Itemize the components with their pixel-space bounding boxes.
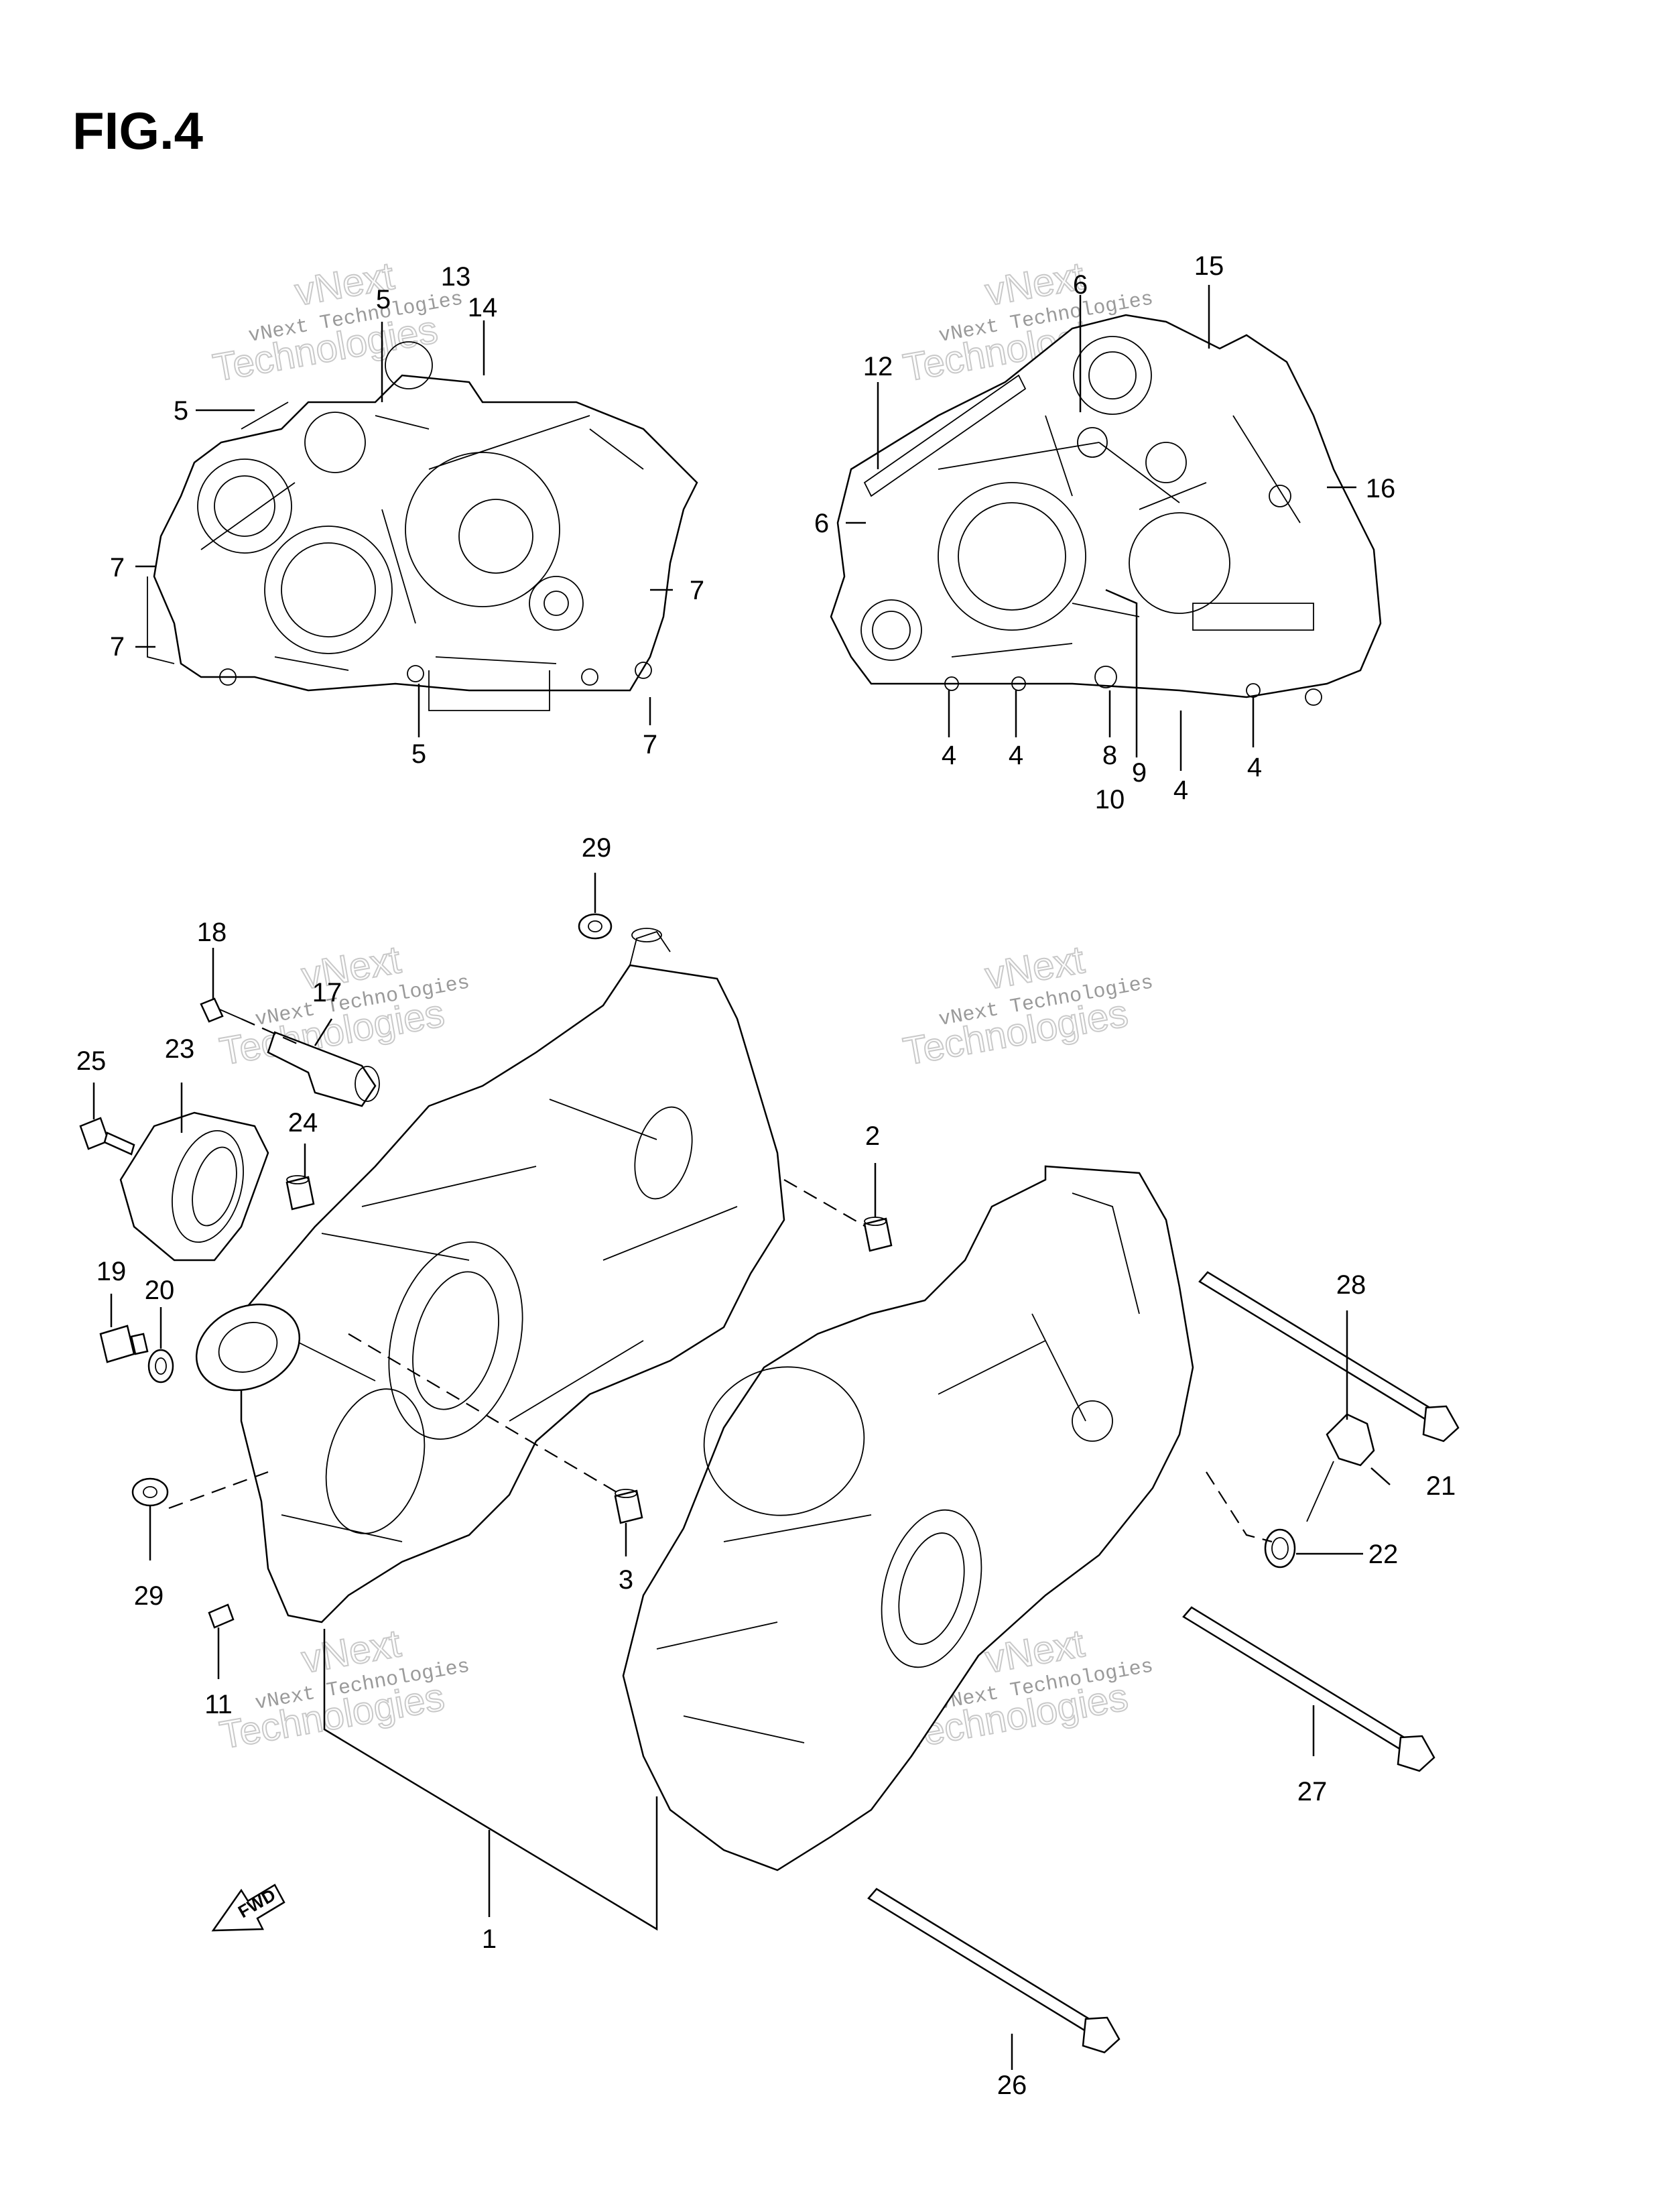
callout-24: 24 — [288, 1108, 318, 1138]
callout-11: 11 — [204, 1690, 233, 1719]
callout-27: 27 — [1297, 1777, 1328, 1806]
callout-18: 18 — [197, 918, 227, 947]
part-22-o-ring — [1264, 1528, 1296, 1569]
callout-4: 4 — [1009, 741, 1023, 770]
watermark: vNext vNext Technologies Technologies — [216, 1621, 471, 1758]
part-25-bolt — [79, 1117, 135, 1156]
callout-5: 5 — [174, 396, 188, 426]
part-24-dowel — [285, 1175, 315, 1211]
callout-12: 12 — [863, 352, 893, 381]
part-27-long-bolt — [1182, 1606, 1435, 1772]
callout-10: 10 — [1095, 785, 1125, 814]
small-parts — [79, 913, 1460, 2054]
callout-21: 21 — [1426, 1471, 1456, 1501]
callout-4: 4 — [942, 741, 956, 770]
callout-13: 13 — [441, 262, 471, 292]
callout-7: 7 — [690, 576, 704, 605]
callout-5: 5 — [411, 739, 426, 769]
callout-6: 6 — [814, 509, 829, 538]
callout-14: 14 — [468, 293, 498, 322]
part-23-cover — [119, 1111, 269, 1262]
part-21-oil-filler-cap — [1306, 1413, 1375, 1522]
callout-7: 7 — [110, 553, 125, 582]
figure-title: FIG.4 — [72, 101, 203, 160]
part-29-bottom-nut — [131, 1477, 169, 1507]
watermark: vNext vNext Technologies Technologies — [899, 937, 1155, 1074]
leader-lines — [92, 285, 1391, 2070]
crankcase-right-half-inner-view — [830, 314, 1382, 706]
part-11-plug — [208, 1603, 235, 1629]
callout-7: 7 — [643, 730, 657, 759]
callout-9: 9 — [1132, 758, 1147, 788]
part-29-top-nut — [578, 913, 613, 940]
callout-26: 26 — [997, 2071, 1027, 2100]
callout-7: 7 — [110, 632, 125, 662]
forward-direction-arrow: FWD — [211, 1884, 285, 1932]
callout-4: 4 — [1173, 776, 1188, 805]
callout-20: 20 — [145, 1276, 175, 1305]
callout-22: 22 — [1368, 1540, 1399, 1569]
part-19-plug — [99, 1325, 149, 1363]
part-18-bolt — [200, 997, 242, 1023]
callout-5: 5 — [376, 285, 391, 314]
watermark: vNext vNext Technologies Technologies — [209, 253, 464, 391]
crankcase-assembly — [240, 928, 1194, 1871]
callout-25: 25 — [76, 1046, 107, 1076]
callout-23: 23 — [165, 1034, 195, 1064]
callout-15: 15 — [1194, 251, 1224, 281]
callout-6: 6 — [1073, 270, 1088, 300]
part-26-long-bolt — [867, 1888, 1121, 2054]
callout-2: 2 — [865, 1121, 880, 1151]
part-3-dowel — [614, 1489, 643, 1524]
callout-8: 8 — [1102, 741, 1117, 770]
callout-4: 4 — [1247, 753, 1262, 782]
callout-labels: 13 14 5 5 7 7 7 7 5 6 15 12 16 6 4 4 8 9… — [76, 251, 1456, 2100]
callout-28: 28 — [1336, 1270, 1366, 1300]
part-17-pipe — [267, 1031, 380, 1107]
callout-17: 17 — [312, 978, 342, 1007]
gasket-plate — [195, 1303, 301, 1392]
callout-29: 29 — [582, 833, 612, 863]
callout-16: 16 — [1366, 474, 1396, 503]
callout-29: 29 — [134, 1581, 164, 1611]
part-20-washer — [147, 1349, 174, 1384]
crankcase-left-half-inner-view — [147, 341, 698, 711]
part-2-dowel — [863, 1217, 893, 1252]
callout-1: 1 — [482, 1924, 497, 1954]
part-28-long-bolt — [1198, 1271, 1460, 1442]
callout-19: 19 — [97, 1257, 127, 1286]
callout-3: 3 — [619, 1565, 633, 1595]
